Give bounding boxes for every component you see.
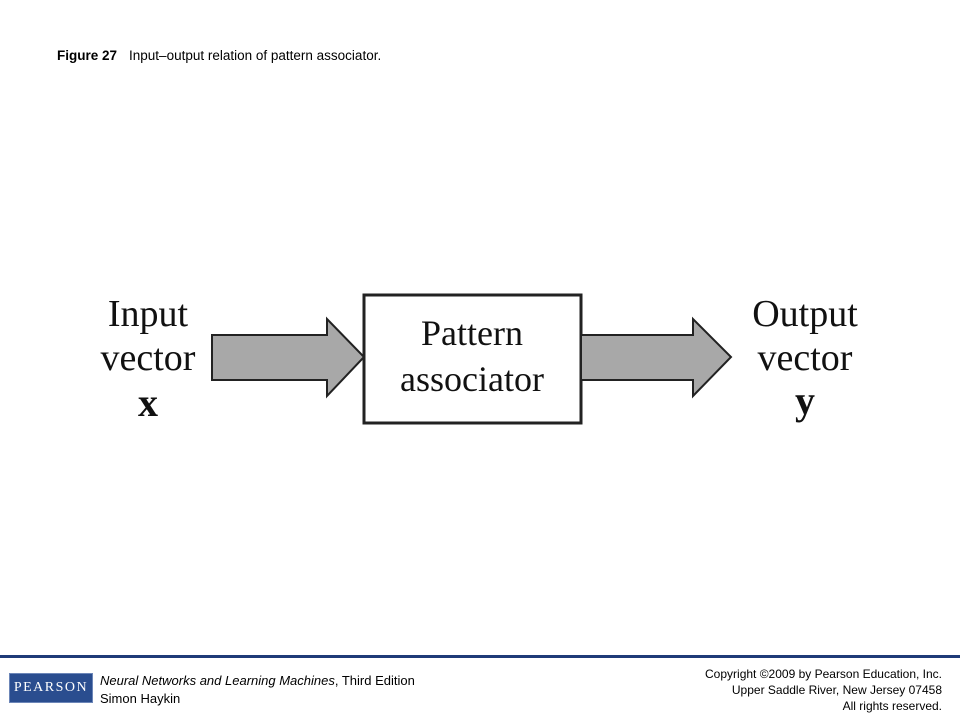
input-label: Input vector x — [101, 293, 196, 425]
input-label-line-2: vector — [101, 337, 196, 379]
input-label-line-1: Input — [108, 293, 189, 335]
pearson-logo-text: PEARSON — [13, 680, 89, 695]
block-label-line-2: associator — [400, 359, 544, 399]
book-edition: , Third Edition — [334, 673, 415, 688]
figure-number: Figure 27 — [57, 48, 118, 63]
pearson-logo: PEARSON — [9, 673, 93, 703]
output-label-line-2: vector — [758, 337, 853, 379]
output-vector-symbol: y — [795, 378, 815, 423]
copyright-line-1: Copyright ©2009 by Pearson Education, In… — [705, 667, 942, 681]
book-info: Neural Networks and Learning Machines, T… — [100, 672, 415, 708]
figure-caption-text: Input–output relation of pattern associa… — [129, 48, 382, 63]
output-label: Output vector y — [752, 293, 858, 423]
input-vector-symbol: x — [138, 380, 158, 425]
output-arrow — [580, 316, 733, 399]
book-title-line: Neural Networks and Learning Machines, T… — [100, 672, 415, 690]
book-title: Neural Networks and Learning Machines — [100, 673, 335, 688]
figure-caption: Figure 27 Input–output relation of patter… — [57, 48, 381, 63]
block-label-line-1: Pattern — [421, 313, 523, 353]
input-arrow — [211, 316, 366, 399]
copyright-line-3: All rights reserved. — [842, 699, 942, 713]
copyright-line-2: Upper Saddle River, New Jersey 07458 — [731, 683, 942, 697]
pattern-associator-block — [362, 293, 583, 425]
copyright-notice: Copyright ©2009 by Pearson Education, In… — [705, 666, 942, 714]
footer-divider — [0, 655, 960, 658]
output-label-line-1: Output — [752, 293, 858, 335]
book-author: Simon Haykin — [100, 691, 181, 706]
